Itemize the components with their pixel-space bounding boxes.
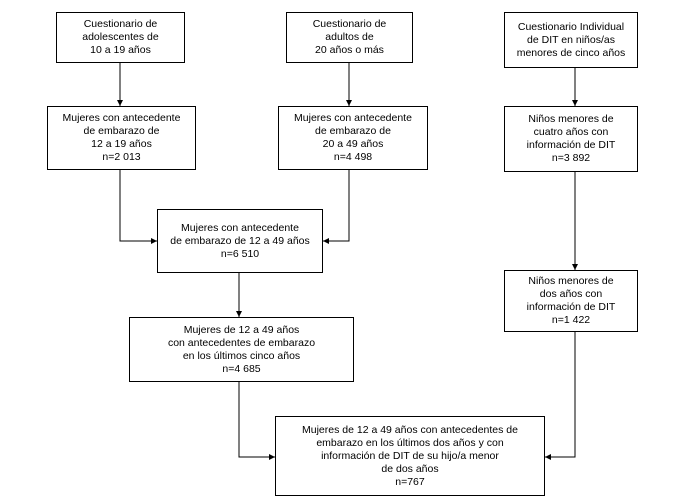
arrow-5anos-to-final xyxy=(238,382,275,460)
box-line: de embarazo de xyxy=(315,125,391,137)
box-line: Mujeres con antecedente xyxy=(181,221,299,234)
box-line: Cuestionario de xyxy=(83,18,158,30)
box-line: Mujeres de 12 a 49 años xyxy=(183,323,300,336)
box-line: 10 a 19 años xyxy=(90,44,151,56)
box-line: de dos años xyxy=(381,462,439,475)
box-line: Niños menores de xyxy=(528,113,614,125)
box-line: adolescentes de xyxy=(82,31,159,43)
box-line: Cuestionario Individual xyxy=(517,20,625,33)
box-cuestionario-adultos: Cuestionario de adultos de 20 años o más xyxy=(286,12,413,63)
arrow-ninos-2-to-final xyxy=(545,332,576,460)
box-line: adultos de xyxy=(325,31,374,43)
box-line: n=6 510 xyxy=(220,247,260,260)
box-line: cuatro años con xyxy=(533,126,609,138)
box-line: Niños menores de xyxy=(528,275,614,287)
box-mujeres-12-19: Mujeres con antecedente de embarazo de 1… xyxy=(47,106,196,170)
box-line: información de DIT de su hijo/a menor xyxy=(321,449,499,462)
box-line: de embarazo de xyxy=(83,125,160,137)
arrow-mujeres-12-19-to-12-49 xyxy=(119,170,157,244)
box-ninos-2: Niños menores de dos años con informació… xyxy=(504,270,638,332)
box-line: n=2 013 xyxy=(102,151,141,163)
box-line: 12 a 19 años xyxy=(91,138,152,150)
box-line: información de DIT xyxy=(526,301,616,313)
box-line: Mujeres con antecedente xyxy=(62,112,181,124)
box-line: Mujeres con antecedente xyxy=(294,112,412,124)
box-line: de DIT en niños/as xyxy=(527,33,615,46)
box-cuestionario-adolescentes: Cuestionario de adolescentes de 10 a 19 … xyxy=(56,12,185,63)
box-line: n=767 xyxy=(395,475,425,488)
box-cuestionario-dit: Cuestionario Individual de DIT en niños/… xyxy=(504,12,638,68)
arrow-mujeres-20-49-to-12-49 xyxy=(323,170,350,244)
box-line: menores de cinco años xyxy=(516,46,626,59)
box-line: información de DIT xyxy=(526,139,616,151)
box-mujeres-5-anos: Mujeres de 12 a 49 años con antecedentes… xyxy=(129,317,354,382)
box-line: de embarazo de 12 a 49 años xyxy=(170,234,310,247)
box-line: Cuestionario de xyxy=(312,18,387,30)
box-final-resultado: Mujeres de 12 a 49 años con antecedentes… xyxy=(275,416,545,496)
box-line: 20 a 49 años xyxy=(322,138,384,150)
box-line: n=4 498 xyxy=(333,151,373,163)
box-line: embarazo en los últimos dos años y con xyxy=(316,436,504,449)
box-mujeres-12-49: Mujeres con antecedente de embarazo de 1… xyxy=(157,209,323,273)
box-mujeres-20-49: Mujeres con antecedente de embarazo de 2… xyxy=(278,106,428,170)
box-line: con antecedentes de embarazo xyxy=(167,336,316,349)
box-line: n=1 422 xyxy=(551,314,591,326)
box-line: Mujeres de 12 a 49 años con antecedentes… xyxy=(302,423,518,436)
box-line: 20 años o más xyxy=(315,44,384,56)
box-line: dos años con xyxy=(539,288,603,300)
box-line: en los últimos cinco años xyxy=(182,349,301,362)
box-line: n=4 685 xyxy=(222,362,261,375)
box-ninos-4: Niños menores de cuatro años con informa… xyxy=(504,106,638,172)
box-line: n=3 892 xyxy=(551,152,591,164)
